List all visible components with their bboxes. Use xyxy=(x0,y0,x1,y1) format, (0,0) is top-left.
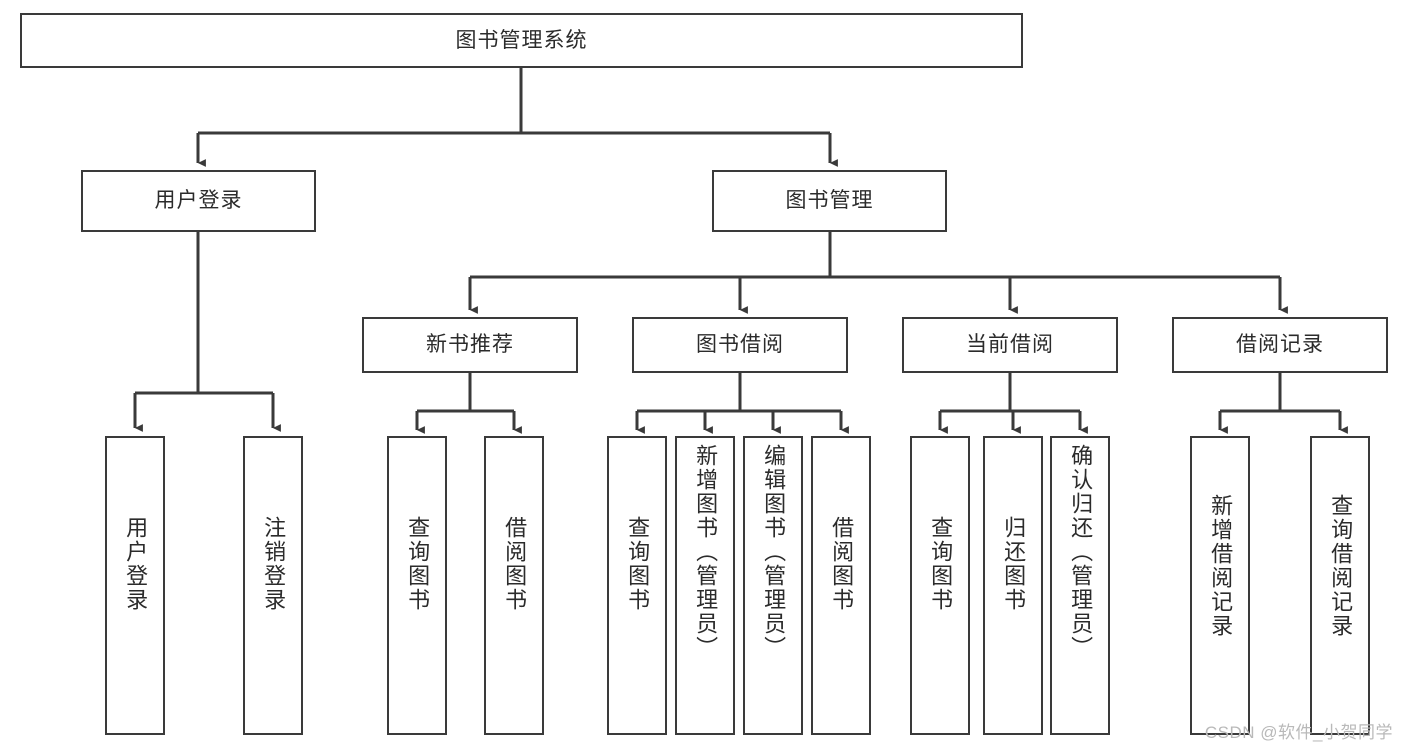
leaf-return-book-label: 归还图书 xyxy=(1001,516,1027,612)
leaf-query-book-borrow-label: 查询图书 xyxy=(625,516,651,612)
node-root-system[interactable]: 图书管理系统 xyxy=(20,13,1023,68)
node-new-book-recommend-label: 新书推荐 xyxy=(426,333,514,357)
leaf-query-book-current-label: 查询图书 xyxy=(928,516,954,612)
leaf-query-book-recommend-label: 查询图书 xyxy=(405,516,431,612)
leaf-borrow-book-recommend-label: 借阅图书 xyxy=(502,516,528,612)
leaf-add-book-admin-label: 新增图书（管理员） xyxy=(693,444,719,660)
leaf-borrow-book-label: 借阅图书 xyxy=(829,516,855,612)
leaf-user-login-label: 用户登录 xyxy=(123,516,149,612)
csdn-watermark: CSDN @软件_小贺同学 xyxy=(1204,723,1393,742)
leaf-edit-book-admin-label: 编辑图书（管理员） xyxy=(761,444,787,660)
node-root-system-label: 图书管理系统 xyxy=(455,28,588,52)
node-new-book-recommend[interactable]: 新书推荐 xyxy=(362,317,578,373)
node-user-login[interactable]: 用户登录 xyxy=(81,170,316,232)
node-borrow-record[interactable]: 借阅记录 xyxy=(1172,317,1388,373)
leaf-logout-label: 注销登录 xyxy=(261,516,287,612)
leaf-confirm-return-admin-label: 确认归还（管理员） xyxy=(1068,444,1094,660)
node-user-login-label: 用户登录 xyxy=(154,189,243,213)
leaf-logout[interactable]: 注销登录 xyxy=(243,436,303,735)
node-book-borrow[interactable]: 图书借阅 xyxy=(632,317,848,373)
node-book-management-label: 图书管理 xyxy=(785,189,874,213)
leaf-borrow-book[interactable]: 借阅图书 xyxy=(811,436,871,735)
leaf-return-book[interactable]: 归还图书 xyxy=(983,436,1043,735)
leaf-query-borrow-record[interactable]: 查询借阅记录 xyxy=(1310,436,1370,735)
node-borrow-record-label: 借阅记录 xyxy=(1236,333,1324,357)
leaf-query-book-current[interactable]: 查询图书 xyxy=(910,436,970,735)
node-book-management[interactable]: 图书管理 xyxy=(712,170,947,232)
leaf-user-login[interactable]: 用户登录 xyxy=(105,436,165,735)
leaf-query-book-recommend[interactable]: 查询图书 xyxy=(387,436,447,735)
node-current-borrow[interactable]: 当前借阅 xyxy=(902,317,1118,373)
node-current-borrow-label: 当前借阅 xyxy=(966,333,1054,357)
leaf-borrow-book-recommend[interactable]: 借阅图书 xyxy=(484,436,544,735)
leaf-add-book-admin[interactable]: 新增图书（管理员） xyxy=(675,436,735,735)
leaf-confirm-return-admin[interactable]: 确认归还（管理员） xyxy=(1050,436,1110,735)
leaf-edit-book-admin[interactable]: 编辑图书（管理员） xyxy=(743,436,803,735)
leaf-add-borrow-record[interactable]: 新增借阅记录 xyxy=(1190,436,1250,735)
leaf-query-borrow-record-label: 查询借阅记录 xyxy=(1328,494,1354,638)
leaf-add-borrow-record-label: 新增借阅记录 xyxy=(1208,494,1234,638)
node-book-borrow-label: 图书借阅 xyxy=(696,333,784,357)
leaf-query-book-borrow[interactable]: 查询图书 xyxy=(607,436,667,735)
